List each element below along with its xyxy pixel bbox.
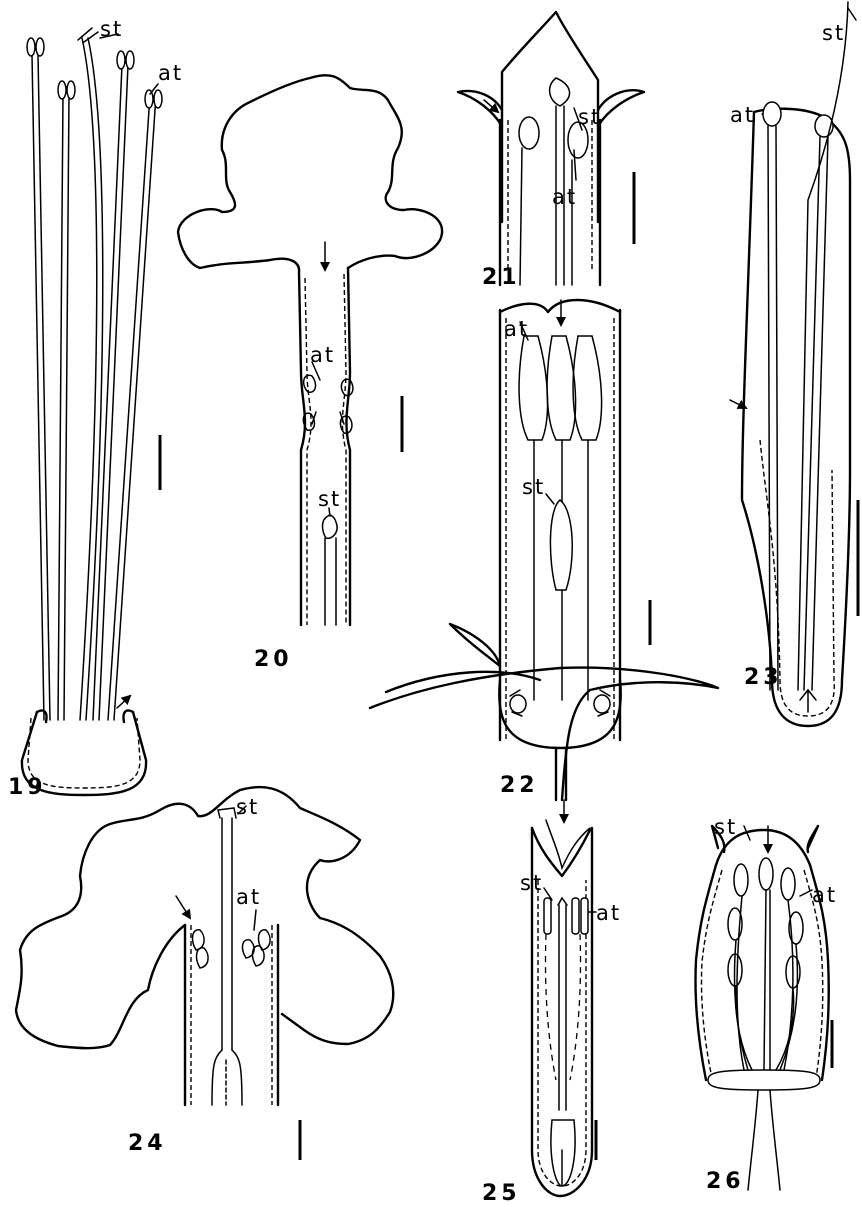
style xyxy=(323,515,338,625)
arrow-pointer xyxy=(176,896,190,918)
stigma xyxy=(550,500,572,590)
stigma xyxy=(550,78,570,106)
figure-number-22: 22 xyxy=(500,773,539,798)
figure-22 xyxy=(370,300,718,800)
ovary xyxy=(800,690,816,712)
figure-25 xyxy=(532,800,596,1196)
corolla-limb xyxy=(178,75,442,272)
figure-number-21: 21 xyxy=(482,265,521,290)
style xyxy=(559,905,566,1110)
pedicel xyxy=(748,1090,780,1190)
label-st-25: st xyxy=(520,871,543,895)
leader-at xyxy=(800,890,812,896)
label-st-24: st xyxy=(236,795,259,819)
figure-number-24: 24 xyxy=(128,1131,167,1156)
corolla-tube xyxy=(695,865,716,1080)
figure-number-26: 26 xyxy=(706,1169,745,1194)
corolla xyxy=(742,109,850,726)
label-st-22: st xyxy=(522,475,545,499)
figure-19 xyxy=(22,28,162,795)
figure-24 xyxy=(16,787,393,1160)
disc xyxy=(708,1070,820,1090)
label-at-23: at xyxy=(730,103,755,127)
figure-number-23: 23 xyxy=(744,665,783,690)
stigma xyxy=(558,898,567,905)
label-at-21: at xyxy=(552,185,577,209)
label-st-26: st xyxy=(714,815,737,839)
corolla-limb xyxy=(16,787,393,1048)
stigma-lobes xyxy=(78,28,98,42)
figure-26 xyxy=(695,826,832,1190)
figure-number-25: 25 xyxy=(482,1181,521,1206)
ovary xyxy=(551,1120,575,1186)
leader-st xyxy=(848,8,856,20)
label-st-21: st xyxy=(578,105,601,129)
leader-at xyxy=(254,910,256,930)
figure-21 xyxy=(458,12,644,285)
label-at-25: at xyxy=(596,901,621,925)
label-at-20: at xyxy=(310,343,335,367)
anthers xyxy=(763,102,833,690)
corolla-lobes xyxy=(458,12,644,222)
label-at-26: at xyxy=(812,883,837,907)
glands xyxy=(510,690,610,716)
corolla-lobes xyxy=(532,828,590,876)
style xyxy=(212,808,242,1105)
figure-number-20: 20 xyxy=(254,647,293,672)
label-at-24: at xyxy=(236,885,261,909)
label-st-20: st xyxy=(318,487,341,511)
label-st-19: st xyxy=(100,17,123,41)
arrow-pointer xyxy=(117,696,130,708)
label-at-19: at xyxy=(158,61,183,85)
label-at-22: at xyxy=(504,317,529,341)
leader-st xyxy=(546,494,554,504)
label-st-23: st xyxy=(822,21,845,45)
bracts xyxy=(370,624,718,800)
style xyxy=(798,2,848,690)
figure-number-19: 19 xyxy=(8,775,47,800)
style xyxy=(80,38,103,720)
